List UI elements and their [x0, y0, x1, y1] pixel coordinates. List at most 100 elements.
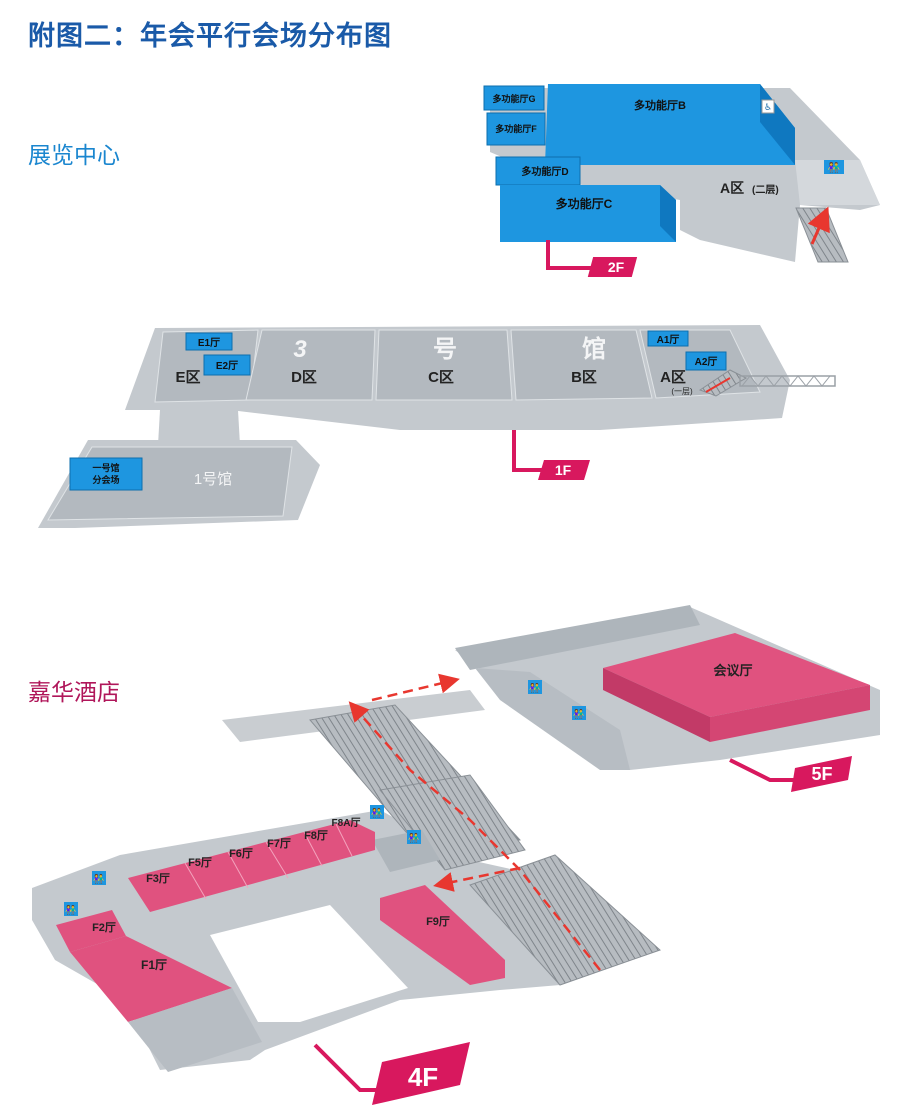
- hall-c-label: 多功能厅C: [556, 196, 613, 211]
- floor-slab: [795, 160, 880, 205]
- hall-g-label: 多功能厅G: [492, 93, 535, 104]
- hall-1-sub-line2: 分会场: [92, 474, 119, 485]
- floor-tag-line: [512, 430, 544, 472]
- room-f8a-label: F8A厅: [332, 817, 361, 829]
- floor-tag-2f: [587, 257, 638, 277]
- dashed-arrow-icon: [433, 866, 521, 892]
- hotel-5f-plan: 👫 👫 会议厅 5F: [455, 605, 880, 792]
- room-e1[interactable]: [185, 332, 233, 351]
- room-f9[interactable]: [380, 885, 505, 985]
- restroom-icon: 👫: [93, 873, 104, 884]
- floor-tag-line: [546, 240, 592, 270]
- zone-e-label: E区: [175, 369, 200, 386]
- restroom-icon: [528, 680, 542, 694]
- room-row-f: [128, 820, 375, 912]
- restroom-icon: [407, 830, 421, 844]
- zone-b[interactable]: [510, 329, 653, 401]
- arrow-up-icon: [705, 377, 731, 393]
- hotel-4f-plan: 👫 👫 F3厅 F5厅 F6厅 F7厅 F8厅 F8A厅 👫 👫 F2厅 F1厅…: [32, 673, 661, 1105]
- zone-d-label: D区: [291, 369, 317, 386]
- room-f6-label: F6厅: [229, 847, 253, 860]
- restroom-icon: [370, 805, 384, 819]
- floor-tag-5f: [791, 756, 852, 792]
- outer-wall: [455, 605, 700, 670]
- restroom-icon: 👫: [371, 807, 382, 818]
- escalator-icon: [795, 207, 849, 263]
- room-a2[interactable]: [685, 351, 727, 371]
- hall-c-side: [660, 185, 676, 242]
- room-row: [475, 668, 630, 770]
- room-a1[interactable]: [647, 330, 689, 347]
- floor-tag-4f-text: 4F: [408, 1062, 438, 1092]
- meeting-hall[interactable]: [603, 633, 870, 717]
- expo-2f-plan: 多功能厅G 多功能厅F 多功能厅B 多功能厅D 多功能厅C A区 (二层) ♿ …: [483, 84, 880, 277]
- room-f1-label: F1厅: [141, 958, 167, 972]
- restroom-icon: ♿: [764, 102, 772, 112]
- hall-d-label: 多功能厅D: [521, 165, 568, 178]
- restroom-icon: 👫: [828, 161, 841, 174]
- hall-3-char-3: 馆: [582, 335, 606, 363]
- floor-tag-5f-text: 5F: [811, 764, 832, 784]
- zone-d[interactable]: [245, 329, 376, 401]
- restroom-icon: 👫: [573, 708, 584, 719]
- floor-tag-line: [313, 1043, 382, 1092]
- room-f3-label: F3厅: [146, 872, 170, 885]
- zone-c-label: C区: [428, 369, 454, 386]
- room-a1-label: A1厅: [657, 334, 680, 346]
- hall-3-char-2: 号: [433, 336, 457, 363]
- hall-f-label: 多功能厅F: [495, 123, 537, 134]
- divider: [184, 862, 207, 900]
- meeting-hall-side: [603, 668, 710, 742]
- divider: [265, 841, 289, 879]
- zone-a-note: (一层): [671, 387, 693, 396]
- hall-1-label: 1号馆: [194, 471, 232, 488]
- room-f9-label: F9厅: [426, 915, 450, 928]
- restroom-block: [372, 830, 440, 872]
- restroom-icon: 👫: [408, 832, 419, 843]
- dashed-arrow-icon: [371, 673, 460, 702]
- expo-1f-plan: 3 号 馆 E区 D区 C区 B区 A区 (一层) E1厅 E2厅 A1厅 A2…: [38, 325, 836, 528]
- room-f1[interactable]: [70, 936, 232, 1022]
- restroom-icon: [761, 99, 775, 114]
- section-heading-expo: 展览中心: [28, 142, 120, 168]
- room-f2-label: F2厅: [92, 921, 116, 934]
- restroom-icon: [92, 871, 106, 885]
- arrow-up-icon: [807, 206, 830, 245]
- hall-c[interactable]: [500, 185, 676, 242]
- hall-g[interactable]: [483, 85, 545, 111]
- room-e2[interactable]: [203, 354, 251, 376]
- floor-tag-2f-text: 2F: [608, 259, 625, 275]
- room-f5-label: F5厅: [188, 856, 212, 869]
- room-f8-label: F8厅: [304, 829, 328, 842]
- hall-1-subvenue[interactable]: [69, 457, 143, 491]
- zone-b-label: B区: [571, 369, 597, 386]
- meeting-hall-front: [710, 685, 870, 742]
- zone-c[interactable]: [375, 329, 513, 401]
- page-title: 附图二：年会平行会场分布图: [28, 21, 392, 51]
- room-e2-label: E2厅: [216, 360, 238, 372]
- hall-b[interactable]: [545, 84, 795, 165]
- room-a2-label: A2厅: [695, 356, 718, 368]
- hall-b-label: 多功能厅B: [634, 98, 686, 112]
- floor-tag-1f: [538, 460, 590, 480]
- bridge: [739, 375, 836, 387]
- hall-d[interactable]: [495, 156, 581, 186]
- restroom-icon: 👫: [529, 682, 540, 693]
- room-f2[interactable]: [56, 910, 126, 952]
- courtyard: [210, 905, 408, 1022]
- bridge-truss: [741, 375, 831, 387]
- zone-a-2f-note: (二层): [752, 184, 779, 196]
- divider: [303, 831, 323, 867]
- restroom-icon: [824, 160, 844, 174]
- service-block: [128, 988, 262, 1072]
- restroom-icon: 👫: [65, 904, 76, 915]
- restroom-icon: [572, 706, 586, 720]
- floor-tag-1f-text: 1F: [555, 462, 572, 478]
- divider: [335, 823, 353, 857]
- restroom-icon: [64, 902, 78, 916]
- hall-1-sub-line1: 一号馆: [92, 462, 119, 473]
- zone-a-label: A区: [660, 369, 686, 386]
- floor-tag-line: [729, 758, 795, 782]
- hall-f[interactable]: [486, 112, 546, 146]
